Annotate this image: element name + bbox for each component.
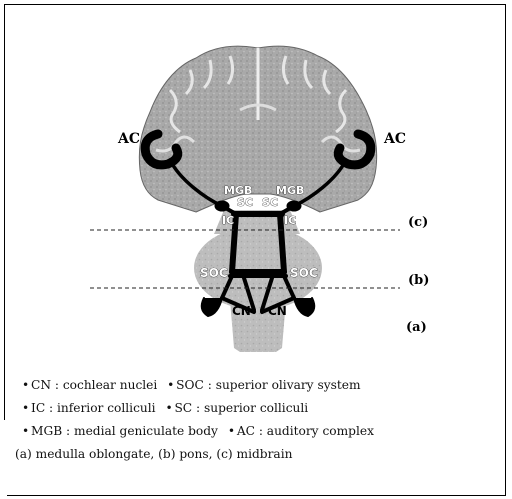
label-cn-left: CN [232, 304, 251, 318]
legend-ac: AC : auditory complex [237, 424, 374, 438]
legend-mgb: MGB : medial geniculate body [31, 424, 218, 438]
cerebrum-section [139, 46, 376, 212]
bullet-icon: • [22, 420, 31, 443]
legend-soc: SOC : superior olivary system [176, 378, 360, 392]
brainstem [194, 210, 322, 352]
label-ic-right: IC [284, 214, 296, 227]
label-soc-left: SOC [200, 266, 228, 280]
label-mgb-right: MGB [276, 184, 304, 197]
legend-levels: (a) medulla oblongate, (b) pons, (c) mid… [15, 447, 292, 461]
label-soc-right: SOC [290, 266, 318, 280]
label-level-c: (c) [408, 215, 428, 230]
legend-row-3: •MGB : medial geniculate body •AC : audi… [22, 420, 502, 443]
legend-cn: CN : cochlear nuclei [31, 378, 157, 392]
legend-ic: IC : inferior colliculi [31, 401, 156, 415]
label-sc-right: SC [262, 196, 278, 209]
label-level-b: (b) [408, 273, 429, 288]
label-ac-left: AC [117, 131, 140, 147]
bullet-icon: • [22, 397, 31, 420]
legend-row-2: •IC : inferior colliculi •SC : superior … [22, 397, 502, 420]
label-ac-right: AC [383, 131, 406, 147]
legend: •CN : cochlear nuclei •SOC : superior ol… [22, 374, 502, 466]
legend-row-4: (a) medulla oblongate, (b) pons, (c) mid… [15, 443, 502, 466]
legend-sc: SC : superior colliculi [174, 401, 308, 415]
bullet-icon: • [228, 420, 237, 443]
bullet-icon: • [22, 374, 31, 397]
bullet-icon: • [167, 374, 176, 397]
label-cn-right: CN [268, 304, 287, 318]
legend-row-1: •CN : cochlear nuclei •SOC : superior ol… [22, 374, 502, 397]
label-level-a: (a) [406, 320, 427, 335]
label-sc-left: SC [237, 196, 253, 209]
label-ic-left: IC [222, 214, 234, 227]
